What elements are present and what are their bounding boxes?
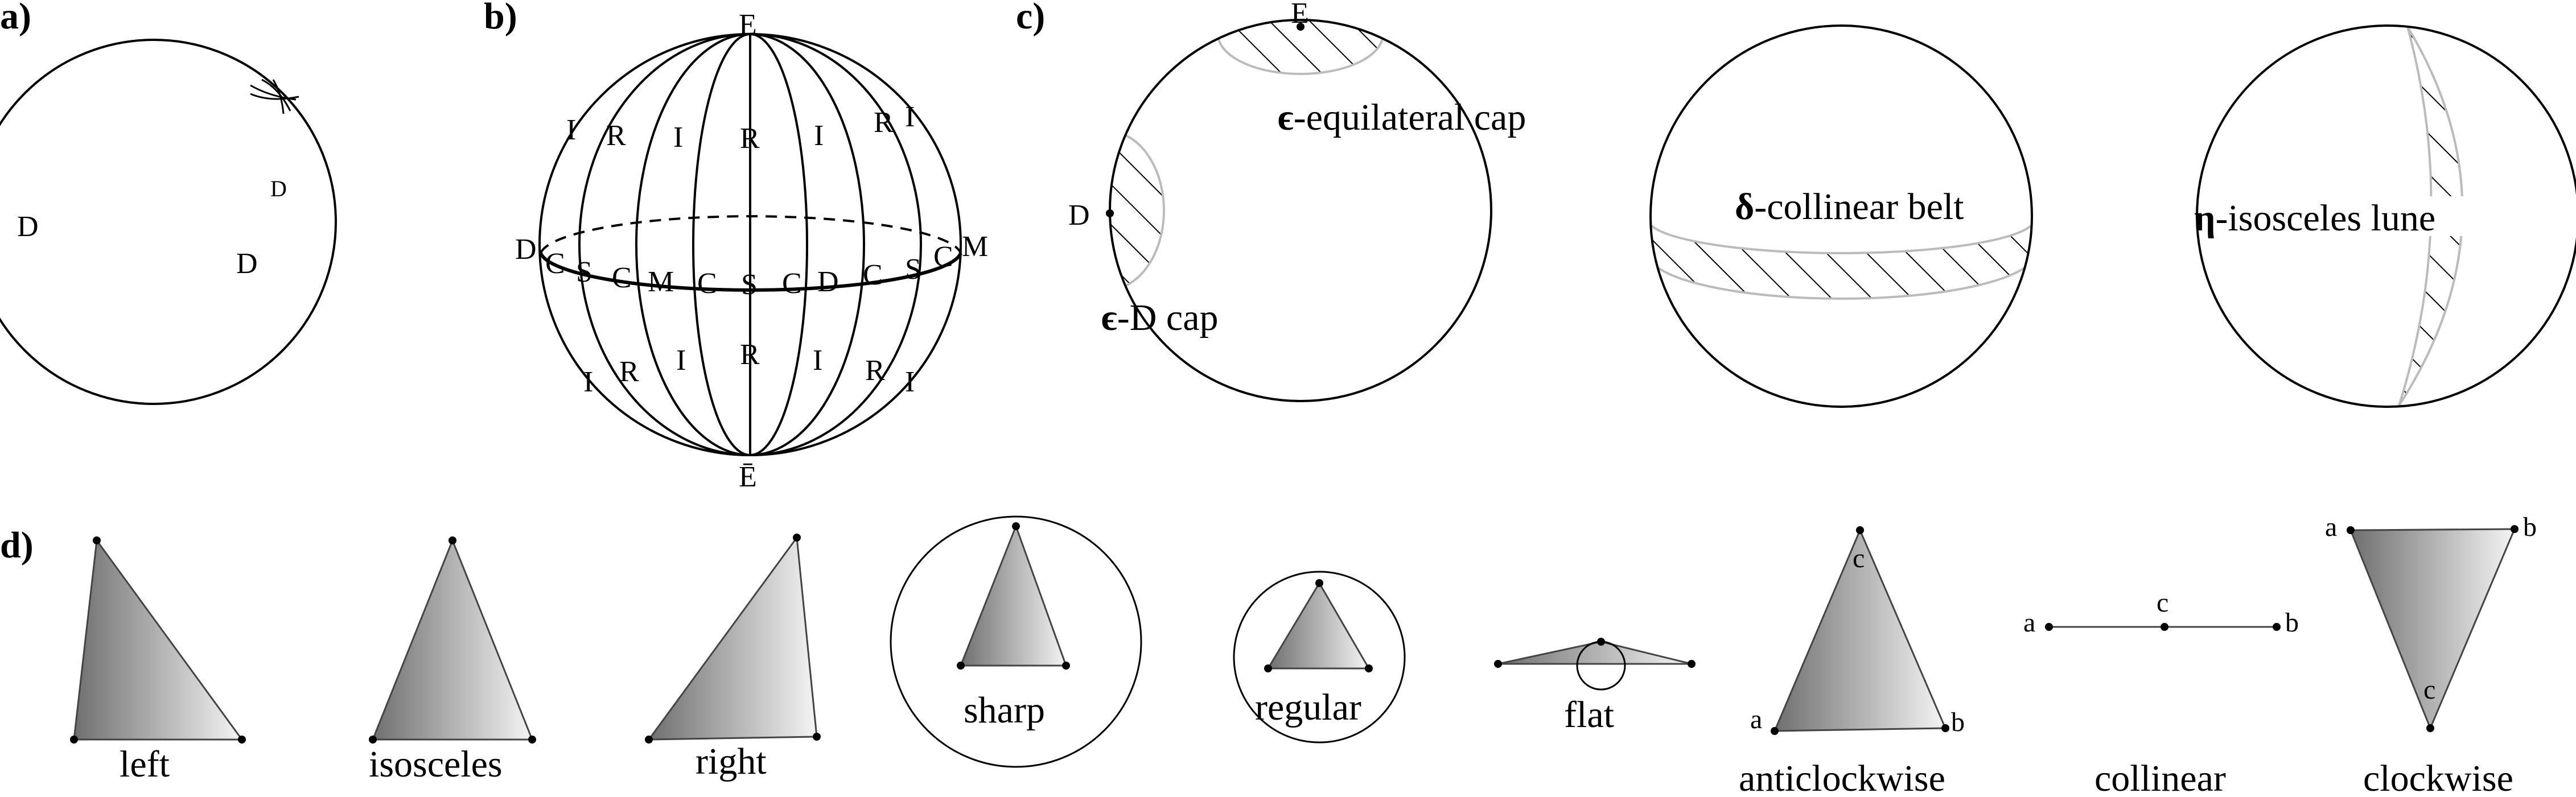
lower-letter: R	[865, 354, 885, 387]
lune-text: -isosceles lune	[2215, 197, 2435, 239]
panel-b: b) E Ē D M C S C M C S C D C S C I	[484, 0, 988, 493]
lower-letter: I	[676, 344, 686, 377]
triangle-sharp-label: sharp	[964, 689, 1045, 731]
triangle-regular-label: regular	[1255, 687, 1361, 728]
lower-letter: R	[619, 356, 639, 388]
lower-letter: I	[813, 344, 822, 377]
triangle-isosceles-label: isosceles	[369, 744, 503, 785]
lower-letter: I	[905, 366, 915, 398]
panel-c-lune-label: η-isosceles lune	[2194, 197, 2435, 239]
panel-b-pole-top: E	[739, 9, 757, 41]
panel-c-label: c)	[1016, 0, 1045, 37]
panel-c-sphere-belt: δ-collinear belt	[1649, 24, 2033, 408]
panel-d: d) left isosceles right sharp	[0, 512, 2537, 797]
triangle-flat: flat	[1494, 638, 1696, 736]
upper-letter: R	[740, 122, 760, 155]
panel-d-label: d)	[0, 525, 34, 566]
triangle-isosceles: isosceles	[369, 536, 536, 785]
triangle-anticlockwise: a b c anticlockwise	[1739, 526, 1965, 797]
triangle-left-label: left	[120, 744, 170, 785]
triangle-clockwise: a b c clockwise	[2325, 512, 2537, 797]
panel-b-equator-letters: C S C M C S C D C S C	[545, 241, 953, 301]
panel-c-pole: E	[1291, 0, 1309, 30]
panel-c-dcap-label: ϵ-D cap	[1101, 297, 1219, 338]
eq-letter: C	[697, 267, 717, 300]
point-b: b	[2285, 608, 2299, 638]
upper-letter: I	[673, 121, 683, 154]
panel-a-arcs	[250, 79, 299, 114]
panel-a-sphere	[0, 39, 337, 405]
point-b: b	[1951, 707, 1965, 737]
belt-text: -collinear belt	[1754, 186, 1964, 228]
upper-letter: R	[874, 106, 894, 139]
eq-letter: S	[905, 253, 921, 286]
point-a: a	[2325, 512, 2337, 542]
eq-letter: C	[933, 241, 953, 273]
panel-c-sphere-caps: E D ϵ-equilateral cap ϵ-D cap	[1068, 0, 1526, 402]
panel-c: c) E D ϵ-equilateral cap ϵ-D cap δ-	[1016, 0, 2576, 408]
upper-letter: I	[566, 114, 576, 146]
eq-letter: C	[612, 262, 632, 294]
point-c: c	[2423, 675, 2435, 705]
dcap-text: -D cap	[1117, 297, 1219, 338]
eq-letter: S	[576, 256, 592, 288]
panel-b-pole-bottom: Ē	[739, 461, 757, 493]
belt-symbol: δ	[1735, 186, 1754, 228]
triangle-flat-label: flat	[1564, 694, 1614, 736]
upper-letter: I	[814, 119, 824, 152]
upper-letter: R	[606, 119, 626, 152]
lune-symbol: η	[2194, 197, 2215, 239]
eq-letter: D	[817, 266, 839, 298]
eq-letter: C	[863, 259, 883, 291]
panel-b-sphere	[538, 33, 962, 456]
panel-c-belt-label: δ-collinear belt	[1735, 186, 1964, 228]
eq-letter: C	[782, 267, 802, 300]
triangle-right: right	[645, 534, 821, 782]
dcap-symbol: ϵ	[1101, 297, 1117, 338]
panel-a-label: a)	[0, 0, 31, 37]
panel-a: a) D D D	[0, 0, 337, 405]
point-a: a	[1750, 704, 1762, 734]
triangle-clockwise-label: clockwise	[2363, 758, 2513, 797]
triangle-anticlockwise-label: anticlockwise	[1739, 758, 1945, 797]
panel-a-mark-upper: D	[270, 176, 287, 201]
triangle-right-label: right	[696, 741, 767, 782]
lower-letter: I	[583, 366, 593, 398]
lower-letter: R	[740, 338, 760, 371]
eq-letter: M	[648, 266, 674, 298]
panel-b-equator-left: D	[515, 233, 537, 266]
triangle-regular: regular	[1233, 571, 1406, 744]
point-a: a	[2023, 608, 2035, 638]
panel-a-mark-center: D	[236, 247, 258, 280]
panel-b-label: b)	[484, 0, 517, 37]
point-c: c	[1853, 543, 1865, 573]
point-b: b	[2523, 512, 2537, 542]
panel-c-cap-label: ϵ-equilateral cap	[1278, 97, 1526, 138]
triangle-sharp: sharp	[890, 515, 1142, 768]
panel-b-upper-letters: I R I R I R I	[566, 101, 915, 155]
triangle-collinear: a c b collinear	[2023, 588, 2299, 797]
cap-symbol: ϵ	[1278, 97, 1294, 138]
triangle-left: left	[70, 536, 246, 785]
panel-b-lower-letters: I R I R I R I	[583, 338, 915, 398]
triangle-collinear-label: collinear	[2094, 758, 2226, 797]
eq-letter: S	[741, 269, 758, 301]
upper-letter: I	[905, 101, 915, 133]
panel-c-sphere-lune: η-isosceles lune	[2194, 24, 2576, 408]
eq-letter: C	[545, 247, 565, 280]
panel-a-mark-left: D	[17, 210, 39, 243]
panel-c-d-point: D	[1068, 199, 1090, 232]
panel-b-equator-right: M	[962, 230, 988, 263]
cap-text: -equilateral cap	[1294, 97, 1526, 138]
point-c: c	[2157, 588, 2168, 618]
